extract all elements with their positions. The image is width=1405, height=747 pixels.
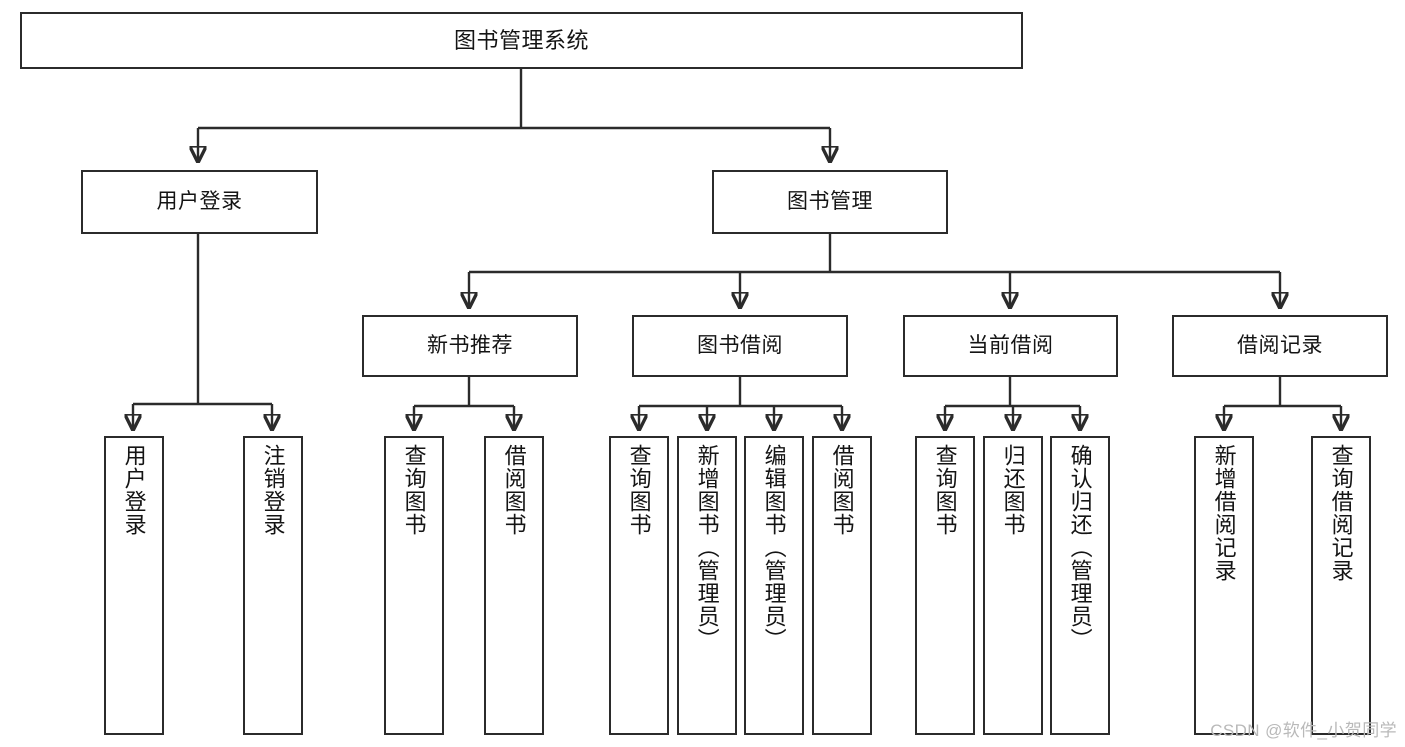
connector-bookborrow-to-leaves <box>639 377 842 428</box>
node-borrow-record-label: 借阅记录 <box>1237 333 1323 357</box>
connector-newbook-to-leaves <box>414 377 514 428</box>
node-leaf-query-book-1[interactable]: 查询图书 <box>384 436 444 735</box>
node-leaf-user-login[interactable]: 用户登录 <box>104 436 164 735</box>
node-leaf-query-book-1-label: 查询图书 <box>401 444 427 536</box>
node-root-label: 图书管理系统 <box>453 27 589 53</box>
node-book-borrow[interactable]: 图书借阅 <box>632 315 848 377</box>
connector-userlogin-to-leaves <box>133 234 272 428</box>
node-leaf-user-login-label: 用户登录 <box>121 444 147 536</box>
node-book-manage[interactable]: 图书管理 <box>712 170 948 234</box>
node-current-borrow[interactable]: 当前借阅 <box>903 315 1118 377</box>
node-leaf-confirm-return-label: 确认归还（管理员） <box>1067 444 1093 651</box>
node-leaf-borrow-book-1[interactable]: 借阅图书 <box>484 436 544 735</box>
node-leaf-query-book-2-label: 查询图书 <box>626 444 652 536</box>
node-new-book-recommend-label: 新书推荐 <box>427 333 513 357</box>
node-leaf-query-book-3-label: 查询图书 <box>932 444 958 536</box>
node-leaf-borrow-book-2-label: 借阅图书 <box>829 444 855 536</box>
node-user-login[interactable]: 用户登录 <box>81 170 318 234</box>
node-leaf-edit-book-label: 编辑图书（管理员） <box>761 444 787 651</box>
watermark: CSDN @软件_小贺同学 <box>1210 721 1397 740</box>
node-current-borrow-label: 当前借阅 <box>967 333 1054 357</box>
node-book-manage-label: 图书管理 <box>787 189 873 213</box>
node-leaf-logout-label: 注销登录 <box>260 444 286 536</box>
node-book-borrow-label: 图书借阅 <box>697 333 783 357</box>
node-leaf-query-record-label: 查询借阅记录 <box>1328 444 1354 582</box>
node-borrow-record[interactable]: 借阅记录 <box>1172 315 1388 377</box>
node-root[interactable]: 图书管理系统 <box>20 12 1023 69</box>
node-leaf-edit-book[interactable]: 编辑图书（管理员） <box>744 436 804 735</box>
node-leaf-return-book-label: 归还图书 <box>1000 444 1026 536</box>
connector-currentborrow-to-leaves <box>945 377 1080 428</box>
connector-root-to-level2 <box>198 69 830 160</box>
node-leaf-add-book[interactable]: 新增图书（管理员） <box>677 436 737 735</box>
node-leaf-return-book[interactable]: 归还图书 <box>983 436 1043 735</box>
node-leaf-query-book-3[interactable]: 查询图书 <box>915 436 975 735</box>
node-user-login-label: 用户登录 <box>156 189 243 213</box>
node-leaf-borrow-book-2[interactable]: 借阅图书 <box>812 436 872 735</box>
node-leaf-query-record[interactable]: 查询借阅记录 <box>1311 436 1371 735</box>
node-leaf-add-book-label: 新增图书（管理员） <box>694 444 720 651</box>
node-leaf-add-record-label: 新增借阅记录 <box>1211 444 1237 582</box>
node-leaf-borrow-book-1-label: 借阅图书 <box>501 444 527 536</box>
node-leaf-add-record[interactable]: 新增借阅记录 <box>1194 436 1254 735</box>
node-leaf-logout[interactable]: 注销登录 <box>243 436 303 735</box>
node-new-book-recommend[interactable]: 新书推荐 <box>362 315 578 377</box>
connector-borrowrecord-to-leaves <box>1224 377 1341 428</box>
connector-bookmanage-to-level3 <box>469 234 1280 306</box>
node-leaf-query-book-2[interactable]: 查询图书 <box>609 436 669 735</box>
node-leaf-confirm-return[interactable]: 确认归还（管理员） <box>1050 436 1110 735</box>
